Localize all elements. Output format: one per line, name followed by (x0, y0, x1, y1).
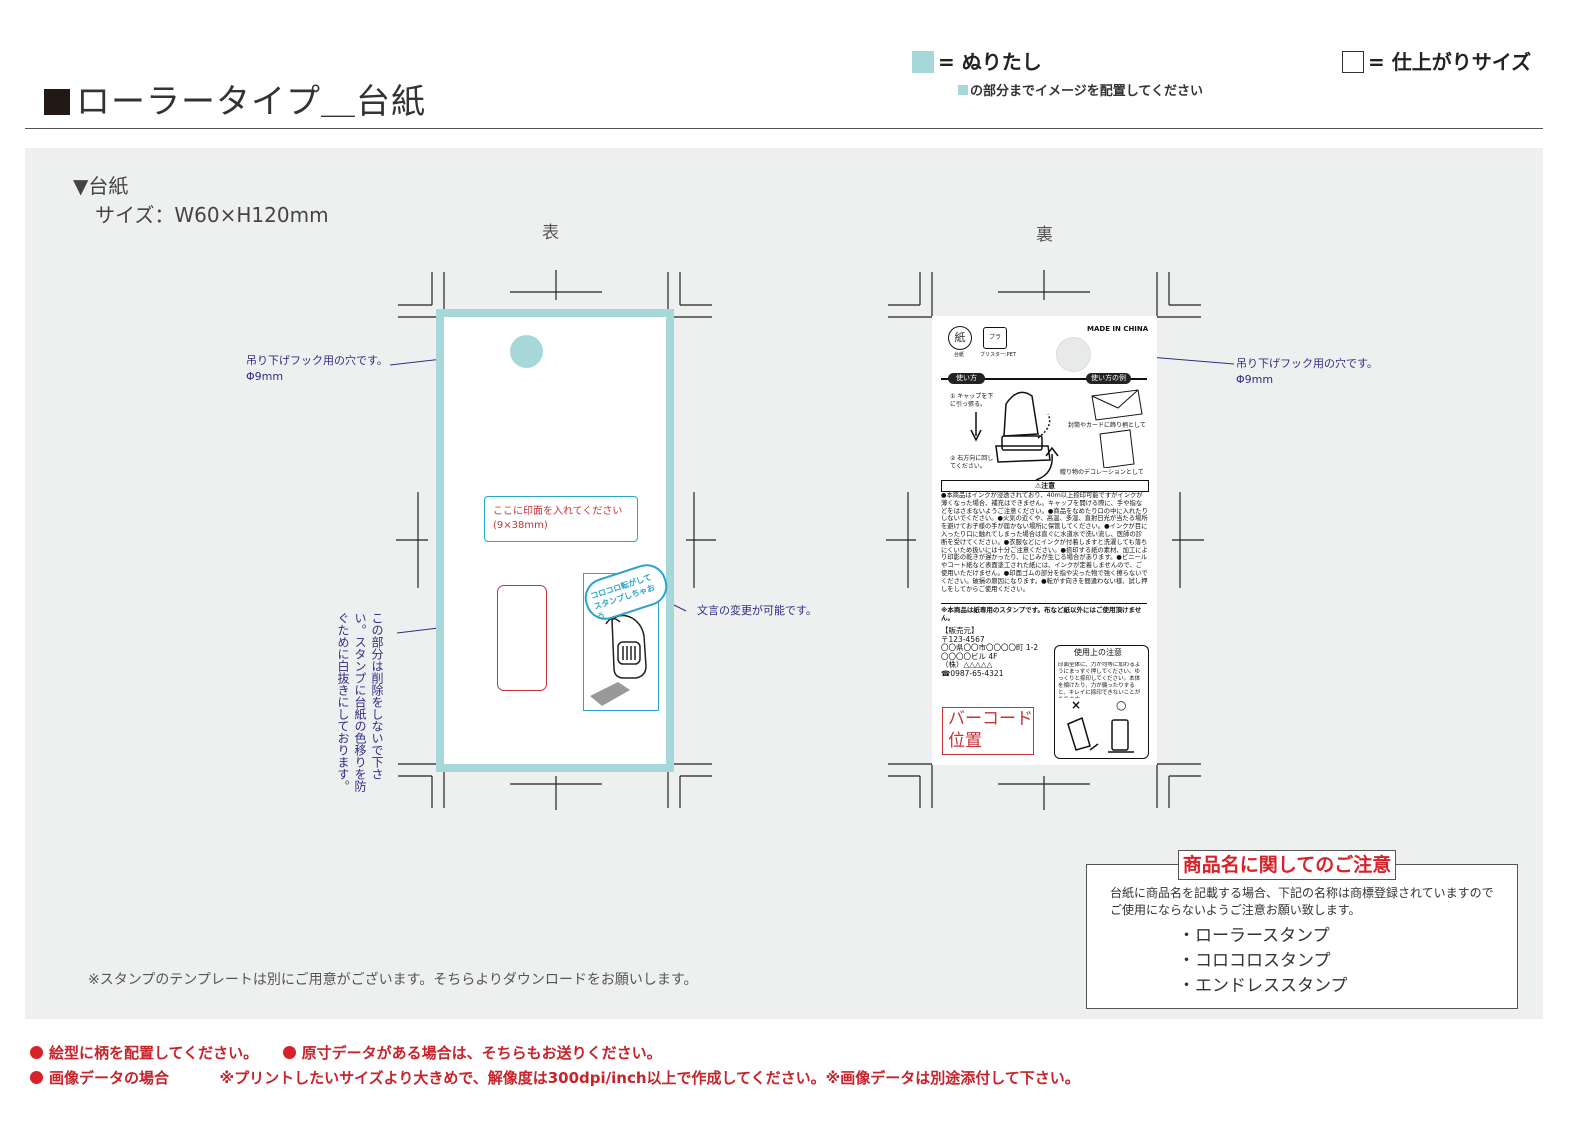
title-square-icon (44, 89, 70, 115)
footer-line-2: 画像データの場合 ※プリントしたいサイズより大きめで、解像度は300dpi/in… (30, 1067, 1080, 1088)
recycle-paper-icon: 紙 (948, 326, 972, 350)
legend-bleed-note: の部分までイメージを配置してください (958, 80, 1203, 99)
usage-example-1: 封筒やカードに飾り柄として (1068, 422, 1146, 429)
mark-bad: × (1071, 698, 1082, 712)
bullet-dot-icon (30, 1046, 43, 1059)
front-hole-note: 吊り下げフック用の穴です。 Φ9mm (246, 354, 388, 383)
print-area-size: (9×38mm) (493, 520, 548, 531)
recycle-plastic-icon: プラ (983, 327, 1007, 349)
usage-example-2: 贈り物のデコレーションとして (1060, 469, 1144, 476)
usage-notice-box (1054, 645, 1149, 759)
caution-footer: ※本商品は紙専用のスタンプです。布など紙以外にはご使用頂けません。 (941, 606, 1142, 622)
usage-rule (941, 378, 1147, 380)
trademark-notice-body: 台紙に商品名を記載する場合、下記の名称は商標登録されていますので ご使用にならな… (1110, 886, 1494, 917)
seller-info: 【販売元】 〒123-4567 〇〇県〇〇市〇〇〇〇町 1-2 〇〇〇〇ビル 4… (941, 626, 1039, 678)
caution-title: ⚠注意 (941, 480, 1149, 492)
stamp-cutout-area (497, 585, 547, 691)
usage-notice-title: 使用上の注意 (1074, 648, 1122, 657)
bullet-dot-icon (30, 1071, 43, 1084)
trademark-notice-list: ・ローラースタンプ ・コロコロスタンプ ・エンドレススタンプ (1178, 924, 1348, 999)
envelope-example-icon (1091, 389, 1143, 468)
usage-step2: ② 右方向に回してください。 (950, 455, 994, 470)
list-item: ・エンドレススタンプ (1178, 976, 1348, 996)
legend-trim: = 仕上がりサイズ (1342, 46, 1531, 75)
print-area-text: ここに印面を入れてください (493, 506, 623, 517)
caution-rule (941, 603, 1147, 604)
usage-notice-text: 印面全体に、力が均等に加わるようにまっすぐ押してください。ゆっくりと捺印してくだ… (1058, 662, 1141, 698)
bullet-dot-icon (282, 1046, 296, 1059)
back-label: 裏 (1036, 225, 1053, 245)
mark-good: ○ (1116, 698, 1127, 712)
footer-line-1: 絵型に柄を配置してください。 原寸データがある場合は、そちらもお送りください。 (30, 1042, 662, 1063)
header-divider (25, 128, 1543, 129)
text-editable-note: 文言の変更が可能です。 (697, 604, 817, 617)
trademark-notice-title: 商品名に関してのご注意 (1178, 850, 1396, 880)
bleed-swatch-icon (912, 51, 934, 73)
list-item: ・コロコロスタンプ (1178, 951, 1331, 971)
list-item: ・ローラースタンプ (1178, 926, 1330, 946)
usage-step1: ① キャップを下に引っ張る。 (950, 393, 994, 408)
template-download-note: ※スタンプのテンプレートは別にご用意がございます。そちらよりダウンロードをお願い… (88, 972, 698, 988)
back-card (932, 316, 1157, 765)
front-hang-hole (510, 335, 543, 368)
print-area-box: ここに印面を入れてください (9×38mm) (484, 496, 638, 542)
stamp-angle-icon (1067, 716, 1134, 753)
trademark-notice-box (1086, 864, 1518, 1009)
barcode-position-box: バーコード 位置 (942, 707, 1034, 755)
usage-title: 使い方 (948, 373, 985, 384)
caution-text: ●本商品はインクが浸透されており、40m以上捺印可能ですがインクが薄くなった場合… (941, 492, 1148, 593)
section-label: ▼台紙 (73, 174, 129, 198)
trim-swatch-icon (1342, 51, 1364, 73)
stamp-usage-illustration (970, 391, 1059, 481)
front-label: 表 (542, 223, 559, 243)
cutout-note: この部分は削除をしないで下さい。スタンプに台紙の色移りを防ぐために白抜きにしてお… (336, 612, 384, 792)
usage-example-title: 使い方の例 (1086, 373, 1131, 384)
made-in-label: MADE IN CHINA (1087, 325, 1149, 333)
section-size: サイズ：W60×H120mm (95, 203, 329, 227)
bleed-mini-swatch-icon (958, 85, 968, 95)
roller-stamp-hand-icon (590, 614, 647, 706)
page-title: ローラータイプ＿台紙 (44, 74, 426, 123)
back-hang-hole (1056, 337, 1091, 372)
back-hole-note: 吊り下げフック用の穴です。 Φ9mm (1236, 357, 1378, 386)
legend-bleed: = ぬりたし (912, 46, 1042, 75)
